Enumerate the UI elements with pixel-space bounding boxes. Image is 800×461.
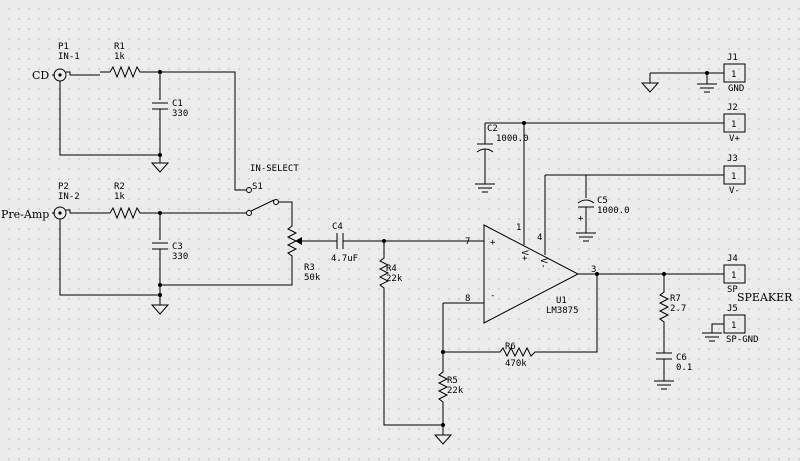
connector-j4	[723, 264, 746, 284]
r3-value: 50k	[304, 273, 321, 283]
c5-ref: C5	[597, 196, 608, 206]
opamp-pin-8: 8	[465, 294, 470, 304]
r7-value: 2.7	[670, 304, 686, 314]
connector-j3	[723, 165, 746, 185]
c4-ref: C4	[332, 222, 343, 232]
r4-value: 22k	[386, 274, 403, 284]
c3-ref: C3	[172, 242, 183, 252]
opamp-pin-4: 4	[537, 233, 542, 243]
r5-value: 22k	[447, 386, 464, 396]
r5-ref: R5	[447, 376, 458, 386]
opamp-vplus-label: V+	[519, 250, 529, 261]
p2-ref: P2	[58, 182, 69, 192]
opamp-pin-3: 3	[591, 265, 596, 275]
c6-value: 0.1	[676, 363, 692, 373]
resistor-r2	[100, 206, 160, 220]
r1-value: 1k	[114, 52, 125, 62]
j5-name: SP-GND	[726, 335, 759, 345]
p1-ref: P1	[58, 42, 69, 52]
wire-cd-to-select	[158, 70, 246, 191]
u1-part: LM3875	[546, 306, 579, 316]
p2-signal-label: Pre-Amp	[1, 208, 49, 221]
opamp-pin-7: 7	[465, 237, 470, 247]
capacitor-c3	[150, 242, 293, 315]
c2-ref: C2	[487, 124, 498, 134]
j4-ref: J4	[727, 254, 738, 264]
resistor-r6	[441, 272, 599, 358]
s1-ref: S1	[252, 182, 263, 192]
r6-value: 470k	[505, 359, 527, 369]
capacitor-c5	[545, 174, 724, 242]
wire-preamp-to-select	[158, 211, 246, 240]
output-wire	[597, 272, 724, 276]
potentiometer-r3	[286, 222, 330, 260]
connector-j1	[640, 63, 746, 93]
capacitor-c2	[475, 121, 724, 193]
r2-value: 1k	[114, 192, 125, 202]
r7-ref: R7	[670, 294, 681, 304]
j1-name: GND	[728, 84, 744, 94]
j2-pin: 1	[731, 120, 736, 130]
c4-value: 4.7uF	[331, 254, 358, 264]
switch-s1	[246, 187, 293, 222]
resistor-r5	[433, 352, 453, 445]
input-jack-p1	[52, 68, 160, 156]
r3-ref: R3	[304, 263, 315, 273]
opamp-u1	[442, 123, 598, 352]
j1-ref: J1	[727, 53, 738, 63]
speaker-label: SPEAKER	[737, 291, 793, 304]
opamp-plus-sign: +	[490, 238, 496, 248]
c3-value: 330	[172, 252, 188, 262]
c1-ref: C1	[172, 99, 183, 109]
c5-value: 1000.0	[597, 206, 630, 216]
s1-label: IN-SELECT	[250, 164, 299, 174]
capacitor-c6	[654, 352, 674, 390]
r6-ref: R6	[505, 342, 516, 352]
c1-value: 330	[172, 109, 188, 119]
input-jack-p2	[52, 206, 160, 296]
j1-pin: 1	[731, 70, 736, 80]
j5-ref: J5	[727, 304, 738, 314]
c5-polarity: +	[578, 214, 584, 224]
j3-ref: J3	[727, 154, 738, 164]
j2-ref: J2	[727, 103, 738, 113]
j2-name: V+	[729, 134, 740, 144]
j4-pin: 1	[731, 271, 736, 281]
capacitor-c4	[330, 233, 484, 249]
resistor-r7	[658, 274, 670, 353]
p1-name: IN-1	[58, 52, 80, 62]
opamp-vminus-label: V-	[538, 258, 548, 269]
r4-ref: R4	[386, 264, 397, 274]
resistor-r1	[100, 65, 160, 79]
r1-ref: R1	[114, 42, 125, 52]
connector-j2	[723, 113, 746, 133]
j4-name: SP	[727, 285, 738, 295]
p2-name: IN-2	[58, 192, 80, 202]
j3-name: V-	[729, 186, 740, 196]
opamp-minus-sign: -	[490, 291, 495, 301]
opamp-pin-1: 1	[516, 223, 521, 233]
c2-value: 1000.0	[496, 134, 529, 144]
r2-ref: R2	[114, 182, 125, 192]
capacitor-c1	[150, 102, 170, 173]
u1-ref: U1	[556, 296, 567, 306]
j3-pin: 1	[731, 172, 736, 182]
connector-j5	[702, 314, 746, 342]
c6-ref: C6	[676, 353, 687, 363]
p1-signal-label: CD	[32, 69, 49, 82]
resistor-r4	[378, 241, 445, 426]
j5-pin: 1	[731, 321, 736, 331]
